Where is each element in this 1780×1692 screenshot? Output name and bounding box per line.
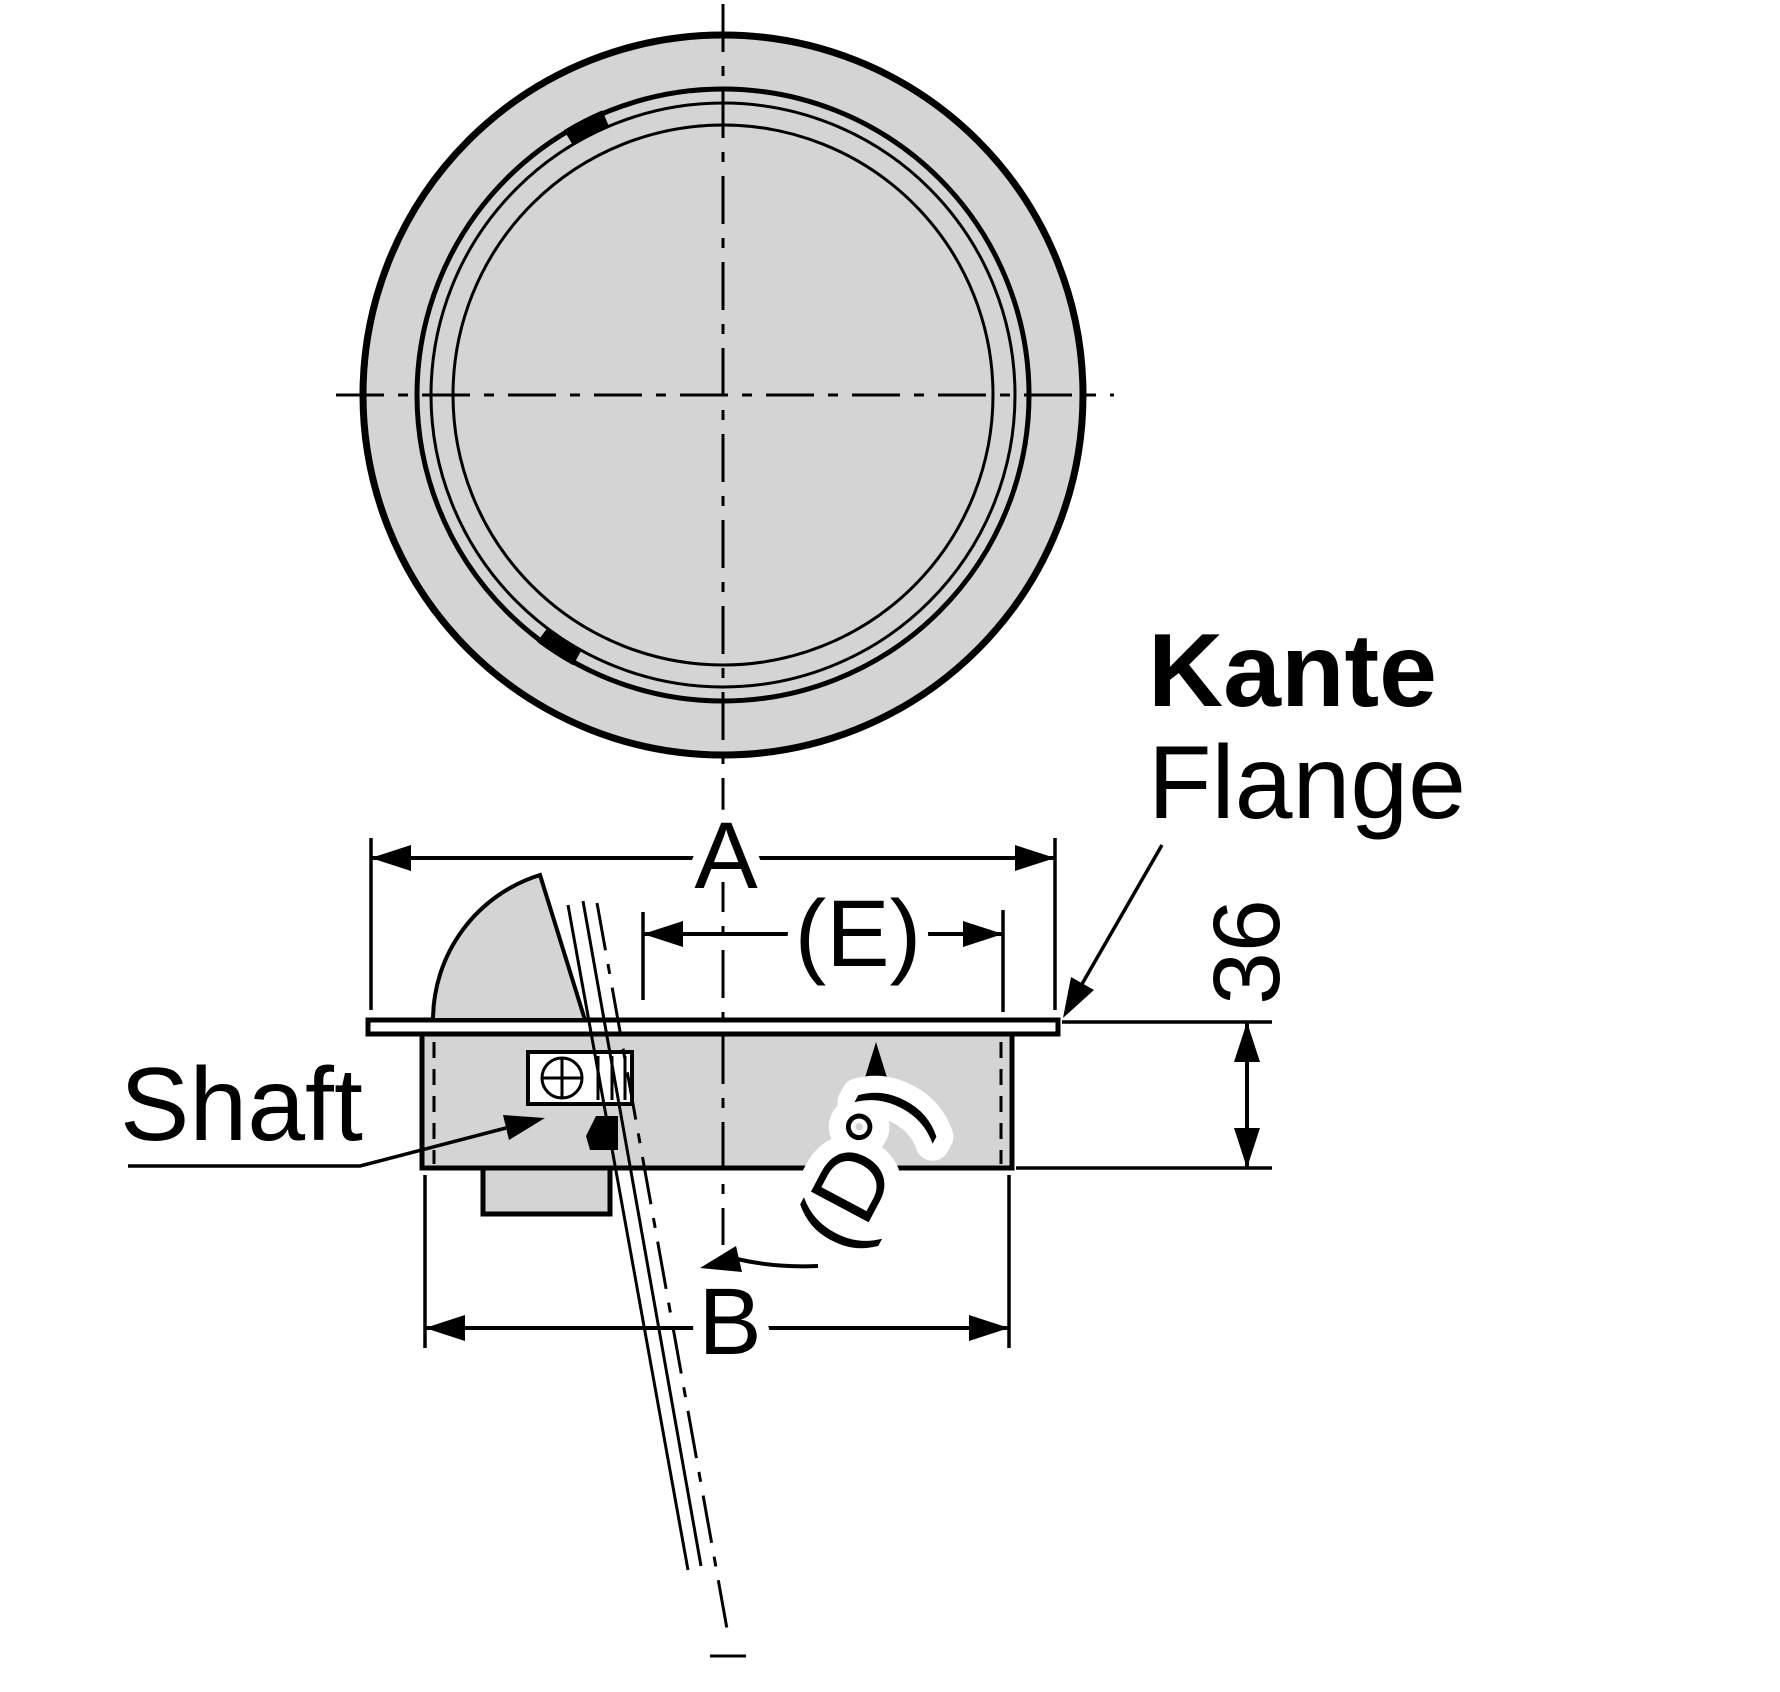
lid-plate-edge-1 (566, 904, 690, 1571)
screw-cross-icon (542, 1058, 582, 1098)
dimension-36 (1016, 1020, 1272, 1170)
dim-label-e: (E) (795, 881, 922, 987)
dimension-e (641, 910, 1005, 1012)
flange-leader-line (1080, 844, 1164, 985)
grommet-body (419, 1031, 1015, 1171)
dimension-b (423, 1175, 1011, 1348)
snap-feature-upper (563, 110, 610, 146)
shaft-housing (480, 1165, 613, 1217)
centerlines (336, 4, 1114, 1658)
arrow-a-right (1015, 845, 1055, 871)
label-kante: Kante (1148, 613, 1437, 729)
lid-axis-centerline (595, 902, 731, 1641)
dim-label-36: 36 (1194, 899, 1300, 1005)
dimension-angle-d (700, 1042, 889, 1272)
dim-label-b: B (698, 1269, 761, 1375)
arrow-angle-up (863, 1042, 889, 1084)
shaft-leader-line (128, 1126, 507, 1168)
shaft-leader-arrow (503, 1115, 545, 1140)
arrow-b-right (969, 1315, 1009, 1341)
arrow-angle-lower (700, 1246, 742, 1272)
arrow-a-left (371, 845, 411, 871)
flange-leader-arrow (1063, 977, 1094, 1018)
angle-arc-lower-segment (736, 1257, 819, 1269)
arrow-e-left (643, 921, 683, 947)
arrow-b-left (425, 1315, 465, 1341)
lid-swing-sector (430, 872, 588, 1022)
dim-label-a: A (694, 803, 758, 909)
label-flange: Flange (1148, 725, 1466, 841)
dimension-a (369, 838, 1057, 1010)
snap-feature-lower (536, 627, 582, 666)
arrow-36-top (1234, 1022, 1260, 1062)
side-view (365, 872, 1061, 1571)
label-shaft: Shaft (120, 1047, 363, 1163)
arrow-36-bottom (1234, 1128, 1260, 1168)
arrow-e-right (963, 921, 1003, 947)
leaders (128, 844, 1164, 1168)
lid-plate-edge-2 (581, 900, 703, 1567)
